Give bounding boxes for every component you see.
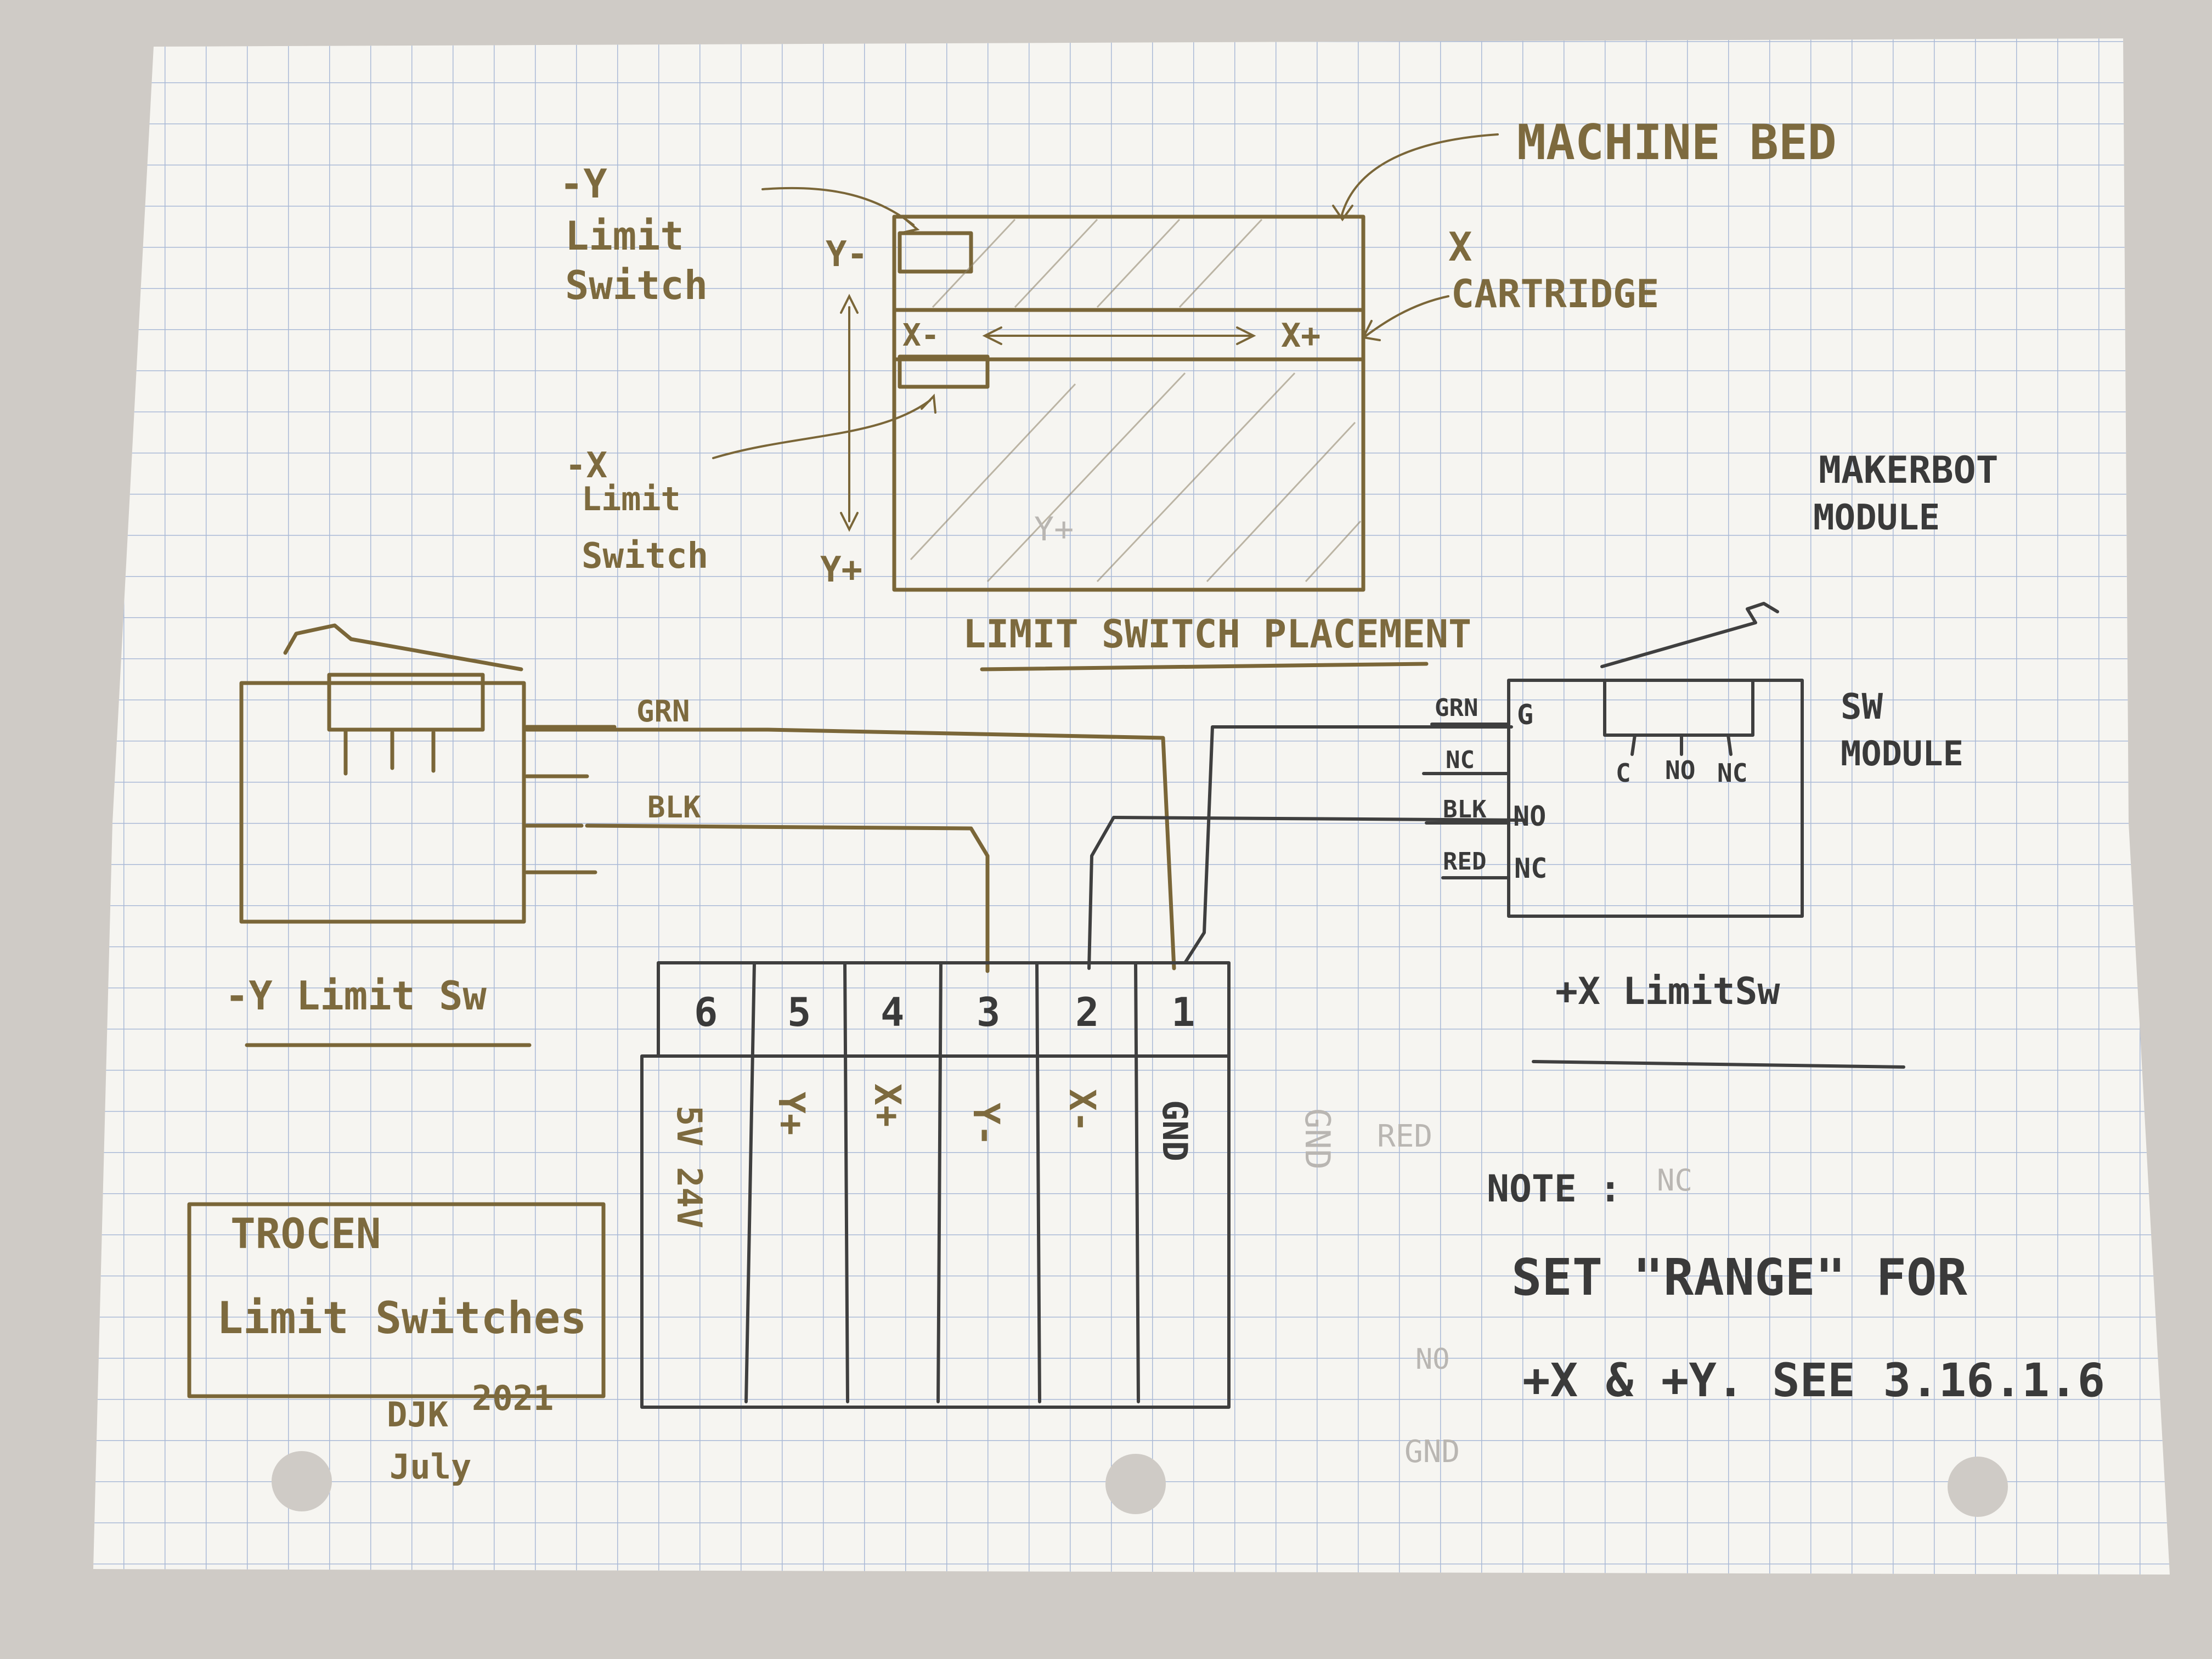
- right-wire-grn-label: GRN: [1435, 694, 1478, 722]
- left-switch-caption: -Y Limit Sw: [225, 973, 487, 1019]
- right-pin-g: G: [1517, 699, 1533, 731]
- machine-bed-diagram: [712, 133, 1499, 672]
- neg-x-switch-label-2: Limit: [582, 480, 681, 518]
- connector-table: [640, 961, 1231, 1409]
- signal-x-plus: X+: [866, 1084, 909, 1127]
- machine-bed-rect: [892, 215, 1365, 592]
- faint-no: NO: [1415, 1343, 1450, 1376]
- caption-underline: [980, 662, 1429, 672]
- faint-gnd-2: GND: [1404, 1434, 1460, 1470]
- right-caption-underline: [1532, 1060, 1905, 1069]
- signature-initials: DJK: [387, 1395, 449, 1435]
- signal-gnd: GND: [1155, 1100, 1195, 1161]
- neg-y-switch-label: -Y: [560, 161, 607, 207]
- faint-gnd: GND: [1297, 1108, 1338, 1170]
- pin-6: 6: [694, 989, 718, 1035]
- note-heading: NOTE :: [1487, 1167, 1622, 1211]
- left-wire-blk-label: BLK: [647, 790, 701, 825]
- faint-red: RED: [1377, 1119, 1432, 1154]
- neg-x-pointer: [712, 399, 931, 459]
- signal-y-plus: Y+: [770, 1092, 812, 1135]
- right-wire-blk-label: BLK: [1443, 795, 1487, 823]
- neg-y-pointer: [761, 187, 915, 226]
- x-cartridge-label: X: [1448, 224, 1472, 270]
- axis-x-minus: X-: [902, 318, 939, 353]
- signature-month: July: [390, 1447, 471, 1487]
- left-switch-diagram: [239, 623, 1527, 1047]
- binder-hole: [1105, 1454, 1166, 1514]
- signal-x-minus: X-: [1061, 1089, 1103, 1132]
- faint-nc: NC: [1657, 1163, 1692, 1198]
- wire-grn-right: [1183, 725, 1513, 964]
- neg-x-switch-label: -X: [565, 445, 607, 486]
- pin-1: 1: [1171, 989, 1195, 1035]
- connector-body: [640, 1054, 1231, 1409]
- right-pin-nc: NC: [1514, 853, 1547, 884]
- pin-3: 3: [977, 989, 1000, 1035]
- binder-hole: [272, 1451, 332, 1511]
- right-switch-caption: +X LimitSw: [1555, 970, 1780, 1013]
- axis-y-plus: Y+: [820, 550, 862, 590]
- signal-5v-24v: 5V 24V: [669, 1105, 709, 1228]
- switch-pin-nc: NC: [1717, 758, 1747, 788]
- left-wire-grn-label: GRN: [636, 694, 690, 729]
- x-cartridge-label-2: CARTRIDGE: [1451, 272, 1659, 317]
- axis-x-plus: X+: [1281, 317, 1321, 355]
- note-line-1: SET "RANGE" FOR: [1511, 1248, 1967, 1307]
- left-switch-lever: [283, 623, 523, 672]
- paper-grid: [93, 38, 2170, 1575]
- faint-y-plus: Y+: [1034, 510, 1074, 549]
- sw-module-label-2: MODULE: [1841, 733, 1963, 774]
- right-pin-no: NO: [1513, 800, 1546, 832]
- pin-4: 4: [881, 989, 904, 1035]
- right-wire-nc-label: NC: [1446, 746, 1475, 774]
- switch-pin-no: NO: [1665, 755, 1695, 785]
- neg-y-switch-label-2: Limit: [565, 213, 684, 259]
- placement-caption: LIMIT SWITCH PLACEMENT: [963, 612, 1471, 657]
- makerbot-label-2: MODULE: [1813, 498, 1940, 538]
- right-switch-diagram: [1422, 602, 1905, 1069]
- makerbot-label: MAKERBOT: [1819, 449, 1999, 492]
- axis-y-minus: Y-: [826, 234, 868, 275]
- left-switch-body: [239, 681, 526, 924]
- binder-hole: [1948, 1457, 2008, 1517]
- neg-y-switch-label-3: Switch: [565, 262, 708, 308]
- wire-blk-right: [1087, 816, 1527, 970]
- cartridge-pointer: [1365, 295, 1449, 337]
- neg-x-switch-label-3: Switch: [582, 536, 708, 577]
- note-line-2: +X & +Y. SEE 3.16.1.6: [1522, 1353, 2105, 1407]
- left-switch-plunger: [327, 673, 485, 732]
- right-switch-lever: [1600, 602, 1779, 668]
- signal-y-minus: Y-: [965, 1103, 1007, 1146]
- x-cartridge-rail: [892, 308, 1365, 362]
- wire-grn: [524, 727, 1176, 970]
- sw-module-label: SW: [1841, 687, 1883, 727]
- wire-blk: [585, 823, 990, 973]
- title-line-1: TROCEN: [230, 1209, 381, 1258]
- title-line-2: Limit Switches: [217, 1293, 586, 1344]
- pin-2: 2: [1075, 989, 1099, 1035]
- machine-bed-label: MACHINE BED: [1517, 114, 1837, 171]
- title-box: [187, 1202, 606, 1398]
- right-switch-plunger: [1603, 679, 1754, 737]
- signature-year: 2021: [472, 1378, 554, 1418]
- right-wire-red-label: RED: [1443, 848, 1486, 876]
- switch-pin-c: C: [1616, 758, 1631, 788]
- pin-5: 5: [787, 989, 811, 1035]
- neg-y-switch-shape: [898, 231, 973, 274]
- machine-bed-pointer: [1340, 133, 1499, 218]
- neg-x-switch-shape: [898, 354, 990, 389]
